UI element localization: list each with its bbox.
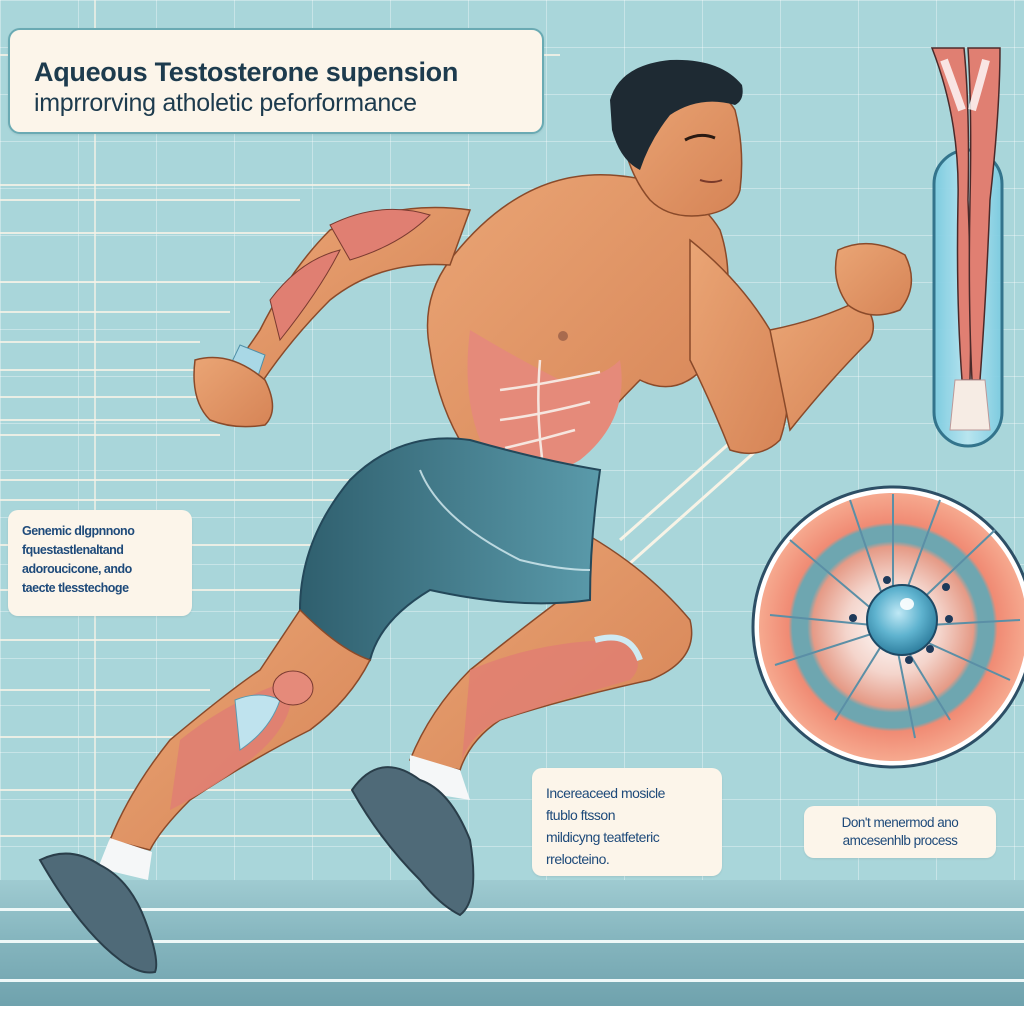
leg-muscle-tube-inset [930, 47, 1004, 448]
runner-rear-arm [689, 238, 913, 455]
runner-front-arm [193, 206, 472, 428]
runner-front-leg [38, 608, 372, 974]
callout-line: fquestastlenaltand [22, 543, 124, 557]
track-lane-line [0, 979, 1024, 982]
callout-line: taecte tlesstechoge [22, 581, 129, 595]
callout-right: Don't menermod ano amcesenhlb process [804, 806, 996, 858]
track-lane-line [0, 940, 1024, 943]
callout-left: Genemic dlgpnnono fquestastlenaltand ado… [8, 510, 192, 616]
callout-line: amcesenhlb process [842, 833, 958, 848]
track-lane-line [0, 908, 1024, 911]
callout-line: rrelocteino. [546, 851, 610, 867]
callout-line: ftublo ftsson [546, 807, 616, 823]
runner-head [610, 59, 743, 217]
callout-line: adoroucicone, ando [22, 562, 132, 576]
title-line-1: Aqueous Testosterone supension [34, 57, 459, 87]
title-card: Aqueous Testosterone supension imprrorvi… [8, 28, 544, 134]
callout-line: Incereaceed mosicle [546, 785, 665, 801]
title-line-2: imprrorving atholetic peforformance [34, 89, 417, 117]
runner-rear-leg [350, 518, 693, 917]
running-track [0, 880, 1024, 1006]
callout-line: mildicyng teatfeteric [546, 829, 660, 845]
callout-line: Genemic dlgpnnono [22, 524, 135, 538]
cell-receptor-inset [751, 485, 1024, 769]
runner-torso [426, 174, 729, 486]
callout-line: Don't menermod ano [841, 815, 959, 830]
callout-middle: Incereaceed mosicle ftublo ftsson mildic… [532, 768, 722, 876]
